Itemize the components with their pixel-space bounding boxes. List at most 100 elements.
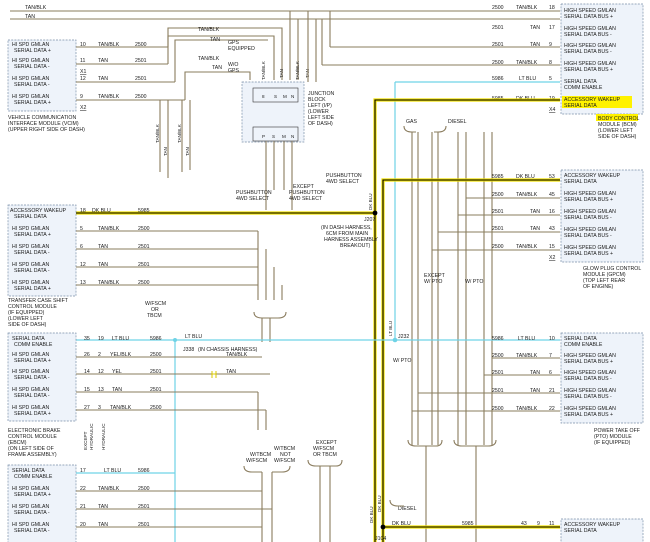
gpcm-caption: OF ENGINE) [583,284,614,290]
svg-text:TAN/BLK: TAN/BLK [98,94,120,100]
svg-text:HI SPD GMLAN: HI SPD GMLAN [12,522,49,528]
svg-text:W/ PTO: W/ PTO [393,358,411,364]
svg-text:HI SPD GMLAN: HI SPD GMLAN [12,504,49,510]
svg-text:9: 9 [80,94,83,100]
svg-text:LT BLU: LT BLU [519,76,536,82]
ebcm-row: SERIAL DATA COMM ENABLE 35 19 LT BLU 598… [12,336,162,348]
tccm-caption: CONTROL MODULE [8,304,57,310]
tccm-row: ACCESSORY WAKEUP SERIAL DATA 18 DK BLU 5… [10,208,150,220]
vcim-connector-x2: X2 [80,105,86,111]
svg-text:SERIAL DATA +: SERIAL DATA + [14,48,51,54]
svg-text:S: S [272,134,275,139]
svg-text:SERIAL DATA BUS +: SERIAL DATA BUS + [564,359,613,365]
ebcm-caption: FRAME ASSEMBLY) [8,452,57,458]
svg-text:HIGH SPEED GMLAN: HIGH SPEED GMLAN [564,388,616,394]
svg-text:TAN/BLK: TAN/BLK [177,123,182,143]
svg-text:5986: 5986 [138,468,150,474]
svg-text:15: 15 [84,387,90,393]
svg-text:HYDRAULIC: HYDRAULIC [89,423,94,450]
svg-text:BREAKOUT): BREAKOUT) [340,243,371,249]
svg-text:5: 5 [80,226,83,232]
svg-text:TAN/BLK: TAN/BLK [98,486,120,492]
ebcm-caption: (EBCM) [8,440,27,446]
bcm-row: HIGH SPEED GMLAN SERIAL DATA BUS + 2500 … [492,60,616,73]
ebcm-caption: (ON LEFT SIDE OF [8,446,54,452]
svg-text:ACCESSORY WAKEUP: ACCESSORY WAKEUP [564,97,621,103]
svg-text:SERIAL DATA BUS +: SERIAL DATA BUS + [564,14,613,20]
svg-text:TAN/BLK: TAN/BLK [516,192,538,198]
gpcm-row: ACCESSORY WAKEUP SERIAL DATA 5985 DK BLU… [492,173,621,185]
trunk-label: DK BLU [368,193,373,210]
svg-text:EXCEPT: EXCEPT [83,431,88,450]
svg-text:OR TBCM: OR TBCM [313,452,337,458]
gps-labels: TAN/BLK TAN GPS EQUIPPED TAN/BLK TAN W/O… [198,27,255,74]
top-wire-color-b: TAN [530,25,540,31]
ebcm-wires: TAN/BLK TAN [76,352,270,430]
svg-text:SERIAL DATA +: SERIAL DATA + [14,358,51,364]
gas-diesel: GAS DIESEL [403,119,493,445]
svg-text:TAN: TAN [212,65,222,71]
svg-text:4WD SELECT: 4WD SELECT [326,179,360,185]
svg-text:DIESEL: DIESEL [398,506,417,512]
svg-text:SERIAL DATA: SERIAL DATA [12,336,45,342]
bcm-caption: BODY CONTROL [598,116,640,122]
svg-text:SERIAL DATA BUS +: SERIAL DATA BUS + [564,197,613,203]
junction-block: TAN/BLK TAN TAN/BLK TAN 8 S M N P S M N … [241,60,335,143]
svg-text:18: 18 [80,208,86,214]
svg-text:21: 21 [549,388,555,394]
svg-text:SERIAL DATA BUS -: SERIAL DATA BUS - [564,233,612,239]
svg-text:SERIAL DATA -: SERIAL DATA - [14,393,50,399]
svg-text:EQUIPPED: EQUIPPED [228,46,255,52]
svg-text:HI SPD GMLAN: HI SPD GMLAN [12,244,49,250]
vcim-connector-x1: X1 [80,69,86,75]
svg-text:10: 10 [549,336,555,342]
svg-text:TAN: TAN [210,37,220,43]
svg-text:HIGH SPEED GMLAN: HIGH SPEED GMLAN [564,353,616,359]
junction-block-wires [265,11,317,210]
svg-text:SERIAL DATA: SERIAL DATA [564,336,597,342]
j232-id: J232 [398,334,409,340]
svg-text:SERIAL DATA BUS -: SERIAL DATA BUS - [564,215,612,221]
tccm-wires [76,230,287,342]
pushbutton-labels: PUSHBUTTON 4WD SELECT EXCEPT PUSHBUTTON … [236,173,378,249]
svg-text:21: 21 [80,504,86,510]
svg-text:SERIAL DATA -: SERIAL DATA - [14,82,50,88]
svg-text:N: N [291,94,294,99]
svg-text:(IN CHASSIS HARNESS): (IN CHASSIS HARNESS) [198,347,258,353]
svg-text:HIGH SPEED GMLAN: HIGH SPEED GMLAN [564,245,616,251]
svg-text:26: 26 [84,352,90,358]
svg-text:2501: 2501 [492,388,504,394]
svg-text:W/TBCM: W/TBCM [250,452,271,458]
svg-text:4WD SELECT: 4WD SELECT [289,196,323,202]
pto-module: SERIAL DATA COMM ENABLE 5986 LT BLU 10 H… [492,332,644,446]
svg-text:W/FSCM: W/FSCM [313,446,334,452]
bottom-left-wires [76,472,272,528]
svg-text:HIGH SPEED GMLAN: HIGH SPEED GMLAN [564,61,616,67]
svg-text:DK BLU: DK BLU [377,495,382,512]
svg-text:HI SPD GMLAN: HI SPD GMLAN [12,280,49,286]
j338-id: J338 [183,347,194,353]
svg-text:HI SPD GMLAN: HI SPD GMLAN [12,369,49,375]
svg-text:HI SPD GMLAN: HI SPD GMLAN [12,58,49,64]
svg-text:12: 12 [98,369,104,375]
svg-text:2: 2 [98,352,101,358]
tccm-caption: (LOWER LEFT [8,316,44,322]
svg-text:2501: 2501 [150,387,162,393]
svg-text:43: 43 [521,521,527,527]
svg-text:2501: 2501 [492,42,504,48]
svg-text:HI SPD GMLAN: HI SPD GMLAN [12,42,49,48]
svg-text:2501: 2501 [492,370,504,376]
svg-text:53: 53 [549,174,555,180]
svg-text:HYDRAULIC: HYDRAULIC [101,423,106,450]
svg-text:19: 19 [98,336,104,342]
svg-text:5985: 5985 [492,174,504,180]
svg-text:5: 5 [549,76,552,82]
svg-text:SERIAL DATA -: SERIAL DATA - [14,268,50,274]
gpcm-row: HIGH SPEED GMLAN SERIAL DATA BUS - 2501 … [492,226,616,239]
svg-text:DK BLU: DK BLU [92,208,111,214]
gpcm-row: HIGH SPEED GMLAN SERIAL DATA BUS + 2500 … [492,244,616,257]
svg-text:SERIAL DATA -: SERIAL DATA - [14,250,50,256]
tbcm-labels: W/TBCM W/FSCM W/TBCM NOT W/FSCM EXCEPT W… [243,440,343,542]
svg-text:2500: 2500 [492,192,504,198]
svg-text:HI SPD GMLAN: HI SPD GMLAN [12,76,49,82]
